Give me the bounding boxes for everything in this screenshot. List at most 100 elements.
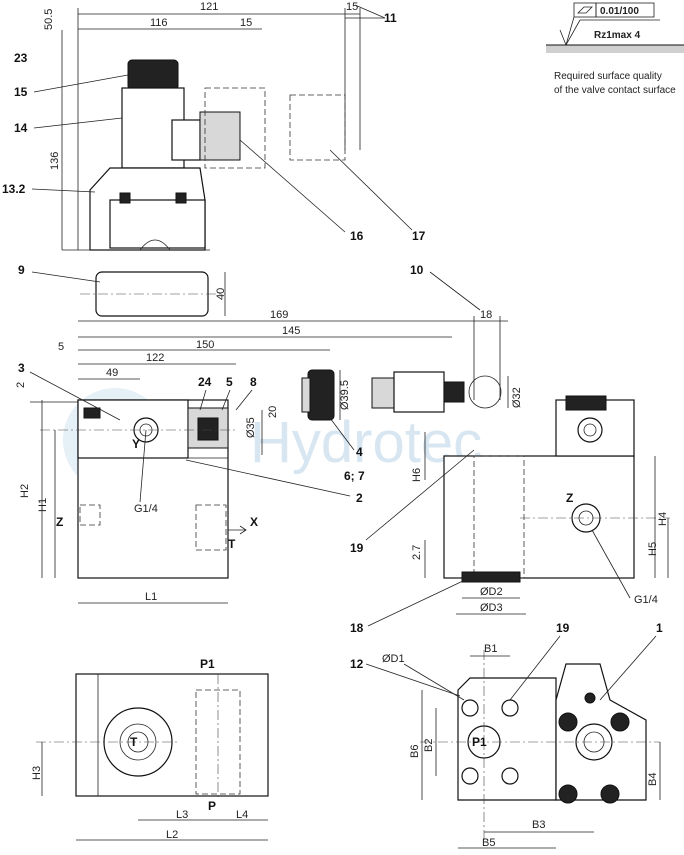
callout-12: 12 [350,657,364,671]
dim-122: 122 [146,352,164,364]
callout-2: 2 [356,491,363,505]
dim-2-a: 2 [15,382,27,388]
seal-18 [461,571,521,583]
port-label-x: X [250,515,258,529]
connector-housing [171,119,201,161]
dim-2-7: 2.7 [411,545,423,560]
callout-8: 8 [250,375,257,389]
port-label-t: T [228,537,236,551]
dim-B1: B1 [484,643,497,655]
dim-5: 5 [58,341,64,353]
dim-150: 150 [196,339,214,351]
port-label-p: P [208,799,216,813]
dim-B2: B2 [423,739,435,752]
plug-16 [199,111,241,161]
port-label-z: Z [56,515,63,529]
callout-6-7: 6; 7 [344,469,365,483]
callout-19-b: 19 [556,621,570,635]
flatness-symbol-box [573,2,597,18]
roughness-symbol [559,19,581,46]
callout-14: 14 [14,121,28,135]
dim-H1: H1 [37,498,49,512]
surface-note-line2: of the valve contact surface [554,85,676,96]
knob-circle [468,375,502,409]
dim-B4: B4 [647,773,659,786]
knurled-nut-15 [127,59,179,91]
front-view: H2 H1 L1 Ø35 20 Y G1/4 Z X T 3 24 5 8 2 [18,361,363,604]
callout-17: 17 [412,229,426,243]
knob-6-7 [307,369,335,421]
dim-H6: H6 [411,468,423,482]
port-label-p1-a: P1 [200,657,215,671]
valve-block-side [443,455,635,579]
callout-10: 10 [410,263,424,277]
callout-5: 5 [226,375,233,389]
dim-H2: H2 [19,484,31,498]
side-view-right: H4 H5 H6 2.7 ØD2 ØD3 Z G1/4 19 18 [350,395,670,635]
arrow-x-icon [228,525,247,535]
dim-D2: ØD2 [480,586,503,598]
dim-116: 116 [150,17,168,29]
dim-18: 18 [480,309,492,321]
callout-1: 1 [656,621,663,635]
port-label-y: Y [132,437,140,451]
callout-18: 18 [350,621,364,635]
port-label-g14-a: G1/4 [134,503,158,515]
dim-169: 169 [270,309,288,321]
port-label-t2: T [130,735,138,749]
dim-D3: ØD3 [480,602,503,614]
dim-32: Ø32 [511,387,523,408]
alt-plug-outline [204,87,266,169]
callout-16: 16 [350,229,364,243]
surface-quality-note: 0.01/100 Rz1max 4 Required surface quali… [546,2,684,96]
contact-surface-hatch [546,45,684,53]
manual-knob-and-plug: Ø39.5 Ø32 4 6; 7 [301,369,523,483]
dim-L1: L1 [145,591,157,603]
dim-49: 49 [106,367,118,379]
dim-H3: H3 [31,766,43,780]
dim-H4: H4 [657,512,669,526]
callout-13-2: 13.2 [2,182,26,196]
dim-B5: B5 [482,837,495,849]
dim-L2: L2 [166,829,178,841]
callout-19-a: 19 [350,541,364,555]
tolerance-box [595,2,655,18]
dim-39-5: Ø39.5 [339,380,351,410]
dim-L3: L3 [176,809,188,821]
dim-121: 121 [200,1,218,13]
dim-20: 20 [267,406,279,418]
callout-3: 3 [18,361,25,375]
tolerance-value: 0.01/100 [600,6,639,17]
callout-4: 4 [356,445,363,459]
dim-50-5: 50.5 [43,9,55,30]
plug-17 [289,94,346,161]
callout-9: 9 [18,263,25,277]
dim-15-a: 15 [240,17,252,29]
dim-40: 40 [215,288,227,300]
callout-24: 24 [198,375,212,389]
dim-15-b: 15 [346,1,358,13]
dim-L4: L4 [236,809,248,821]
roughness-value: Rz1max 4 [594,30,641,41]
pin-9: 40 9 [18,263,227,317]
callout-11: 11 [384,11,397,25]
port-label-z2: Z [566,491,573,505]
dim-145: 145 [282,325,300,337]
dim-35: Ø35 [245,417,257,438]
port-label-g14-b: G1/4 [634,594,658,606]
mid-dimensions: 10 169 18 145 150 5 122 49 2 [15,263,508,403]
top-view-left: H3 L3 L4 L2 P1 T P [31,657,269,841]
dim-B3: B3 [532,819,545,831]
bottom-view-right: B1 B6 B2 B4 B3 B5 ØD1 P1 12 19 1 [350,621,663,849]
dim-B6: B6 [409,745,421,758]
side-view-top: 121 116 15 15 50.5 136 11 23 15 [2,1,426,251]
dim-136: 136 [49,152,61,170]
callout-23: 23 [14,51,28,65]
surface-note-line1: Required surface quality [554,71,662,82]
port-label-p1-b: P1 [472,735,487,749]
flatness-icon [577,6,593,14]
callout-15: 15 [14,85,28,99]
dim-H5: H5 [647,542,659,556]
port-p-outline [195,689,241,795]
